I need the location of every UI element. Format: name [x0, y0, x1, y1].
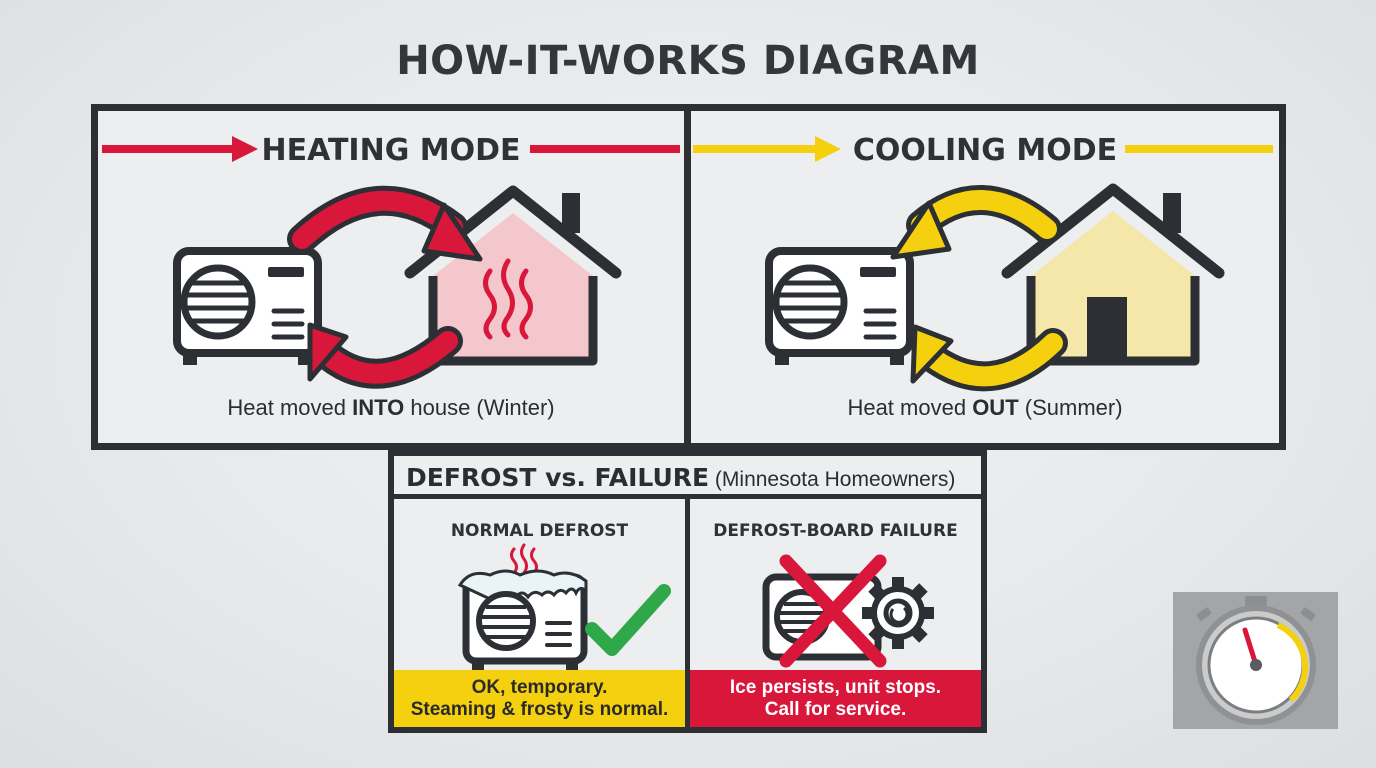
cooling-caption: Heat moved OUT (Summer)	[847, 395, 1123, 420]
cooling-mode-title: COOLING MODE	[852, 133, 1118, 168]
header-rule-right	[1125, 145, 1273, 153]
arrow-right-icon	[102, 136, 258, 162]
cycle-arrows-icon	[287, 185, 483, 389]
defrost-board-failure-panel: DEFROST-BOARD FAILURE Ice persists, unit…	[690, 499, 981, 727]
house-door	[1087, 297, 1127, 361]
heating-illustration	[102, 136, 680, 389]
heating-mode-title: HEATING MODE	[261, 133, 521, 168]
outdoor-unit-icon	[173, 247, 322, 365]
outdoor-unit-icon	[765, 247, 914, 365]
page-title: HOW-IT-WORKS DIAGRAM	[396, 38, 980, 84]
normal-defrost-title: NORMAL DEFROST	[450, 521, 629, 541]
failure-title: DEFROST-BOARD FAILURE	[713, 521, 958, 541]
cycle-arrows-icon	[890, 185, 1068, 392]
defrost-header: DEFROST vs. FAILURE (Minnesota Homeowner…	[394, 456, 981, 499]
timer-tile	[1173, 592, 1338, 729]
modes-divider	[684, 111, 691, 443]
outdoor-unit-icon	[457, 569, 588, 671]
heating-mode-panel: HEATING MODE Heat moved INTO house (Wint…	[98, 111, 684, 443]
arrow-right-icon	[693, 136, 841, 162]
defrost-divider	[685, 499, 690, 727]
timer-icon	[1196, 596, 1316, 725]
defrost-comparison-frame: DEFROST vs. FAILURE (Minnesota Homeowner…	[388, 450, 987, 733]
failure-illustration	[762, 554, 934, 668]
header-rule-right	[530, 145, 680, 153]
failure-status: Ice persists, unit stops. Call for servi…	[690, 670, 981, 727]
cooling-illustration	[693, 136, 1273, 392]
normal-defrost-panel: NORMAL DEFROST OK, temporary. Steaming &…	[394, 499, 685, 727]
cross-icon	[779, 554, 887, 668]
gear-icon	[862, 577, 934, 649]
modes-frame: HEATING MODE Heat moved INTO house (Wint…	[91, 104, 1286, 450]
checkmark-icon	[585, 584, 671, 656]
normal-defrost-status: OK, temporary. Steaming & frosty is norm…	[394, 670, 685, 727]
heat-waves-icon	[510, 543, 538, 575]
normal-defrost-illustration	[457, 543, 671, 671]
house-icon	[1001, 183, 1225, 366]
heat-waves-icon	[483, 258, 533, 340]
heating-caption: Heat moved INTO house (Winter)	[227, 395, 555, 420]
cooling-mode-panel: COOLING MODE Heat moved OUT (Summer)	[691, 111, 1279, 443]
